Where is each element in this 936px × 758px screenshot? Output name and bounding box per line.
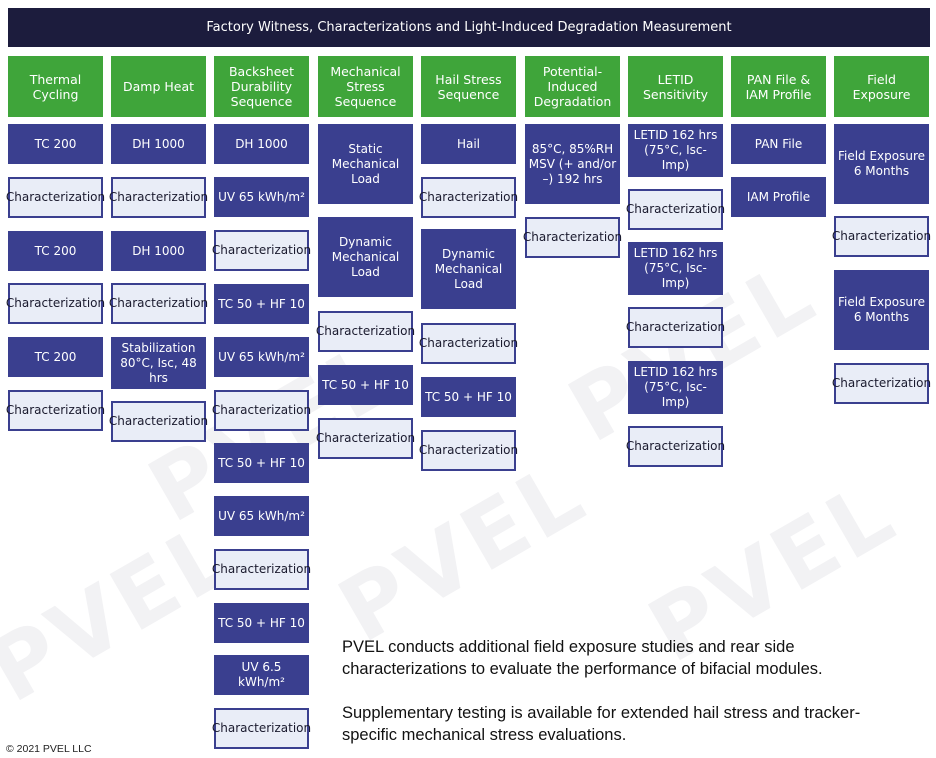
test-step: TC 50 + HF 10 (214, 603, 309, 643)
column-header: Potential-Induced Degradation (525, 56, 620, 117)
characterization-step: Characterization (109, 283, 208, 324)
test-step: LETID 162 hrs (75°C, Isc-Imp) (628, 361, 723, 414)
column-header: Damp Heat (111, 56, 206, 117)
characterization-step: Characterization (832, 363, 931, 404)
note-supplementary: Supplementary testing is available for e… (342, 704, 861, 744)
characterization-step: Characterization (626, 307, 725, 348)
characterization-step: Characterization (419, 177, 518, 218)
test-step: Stabilization 80°C, Isc, 48 hrs (111, 337, 206, 389)
test-step: TC 50 + HF 10 (318, 365, 413, 405)
characterization-step: Characterization (212, 230, 311, 271)
characterization-step: Characterization (6, 390, 105, 431)
test-step: Field Exposure 6 Months (834, 270, 929, 350)
characterization-step: Characterization (316, 311, 415, 352)
test-step: TC 200 (8, 337, 103, 377)
test-step: Static Mechanical Load (318, 124, 413, 204)
test-step: LETID 162 hrs (75°C, Isc-Imp) (628, 124, 723, 177)
characterization-step: Characterization (626, 189, 725, 230)
test-step: UV 6.5 kWh/m² (214, 655, 309, 695)
test-step: Dynamic Mechanical Load (421, 229, 516, 309)
characterization-step: Characterization (6, 283, 105, 324)
watermark: PVEL (321, 440, 603, 663)
column-header: Hail Stress Sequence (421, 56, 516, 117)
characterization-step: Characterization (832, 216, 931, 257)
diagram-title: Factory Witness, Characterizations and L… (8, 8, 930, 47)
test-step: UV 65 kWh/m² (214, 177, 309, 217)
test-step: DH 1000 (214, 124, 309, 164)
characterization-step: Characterization (109, 401, 208, 442)
test-step: TC 200 (8, 124, 103, 164)
column-header: Backsheet Durability Sequence (214, 56, 309, 117)
characterization-step: Characterization (6, 177, 105, 218)
test-step: TC 50 + HF 10 (214, 443, 309, 483)
test-step: TC 50 + HF 10 (214, 284, 309, 324)
test-step: Hail (421, 124, 516, 164)
column-header: Mechanical Stress Sequence (318, 56, 413, 117)
characterization-step: Characterization (212, 708, 311, 749)
characterization-step: Characterization (523, 217, 622, 258)
test-step: LETID 162 hrs (75°C, Isc-Imp) (628, 242, 723, 295)
column-header: LETID Sensitivity (628, 56, 723, 117)
test-step: PAN File (731, 124, 826, 164)
copyright-text: © 2021 PVEL LLC (6, 743, 92, 755)
characterization-step: Characterization (212, 390, 311, 431)
column-header: PAN File & IAM Profile (731, 56, 826, 117)
note-bifacial: PVEL conducts additional field exposure … (342, 638, 823, 678)
test-step: Field Exposure 6 Months (834, 124, 929, 204)
test-step: UV 65 kWh/m² (214, 496, 309, 536)
test-step: 85°C, 85%RH MSV (+ and/or –) 192 hrs (525, 124, 620, 204)
characterization-step: Characterization (316, 418, 415, 459)
test-step: TC 200 (8, 231, 103, 271)
characterization-step: Characterization (212, 549, 311, 590)
column-header: Field Exposure (834, 56, 929, 117)
characterization-step: Characterization (109, 177, 208, 218)
test-step: UV 65 kWh/m² (214, 337, 309, 377)
test-step: DH 1000 (111, 124, 206, 164)
test-step: DH 1000 (111, 231, 206, 271)
test-step: TC 50 + HF 10 (421, 377, 516, 417)
test-step: Dynamic Mechanical Load (318, 217, 413, 297)
column-header: Thermal Cycling (8, 56, 103, 117)
characterization-step: Characterization (419, 323, 518, 364)
test-step: IAM Profile (731, 177, 826, 217)
characterization-step: Characterization (419, 430, 518, 471)
characterization-step: Characterization (626, 426, 725, 467)
